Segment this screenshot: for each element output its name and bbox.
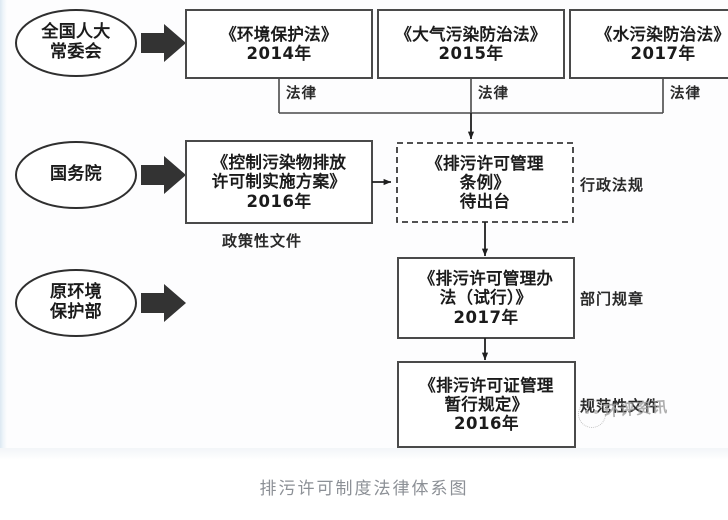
block-arrow-state-council (141, 156, 186, 194)
law-box-law-air (377, 9, 565, 79)
doc-box-normative-doc (397, 361, 576, 448)
doc-box-policy-plan (185, 140, 373, 224)
panel-edge-tint (0, 0, 7, 457)
actor-ellipse-npc (15, 9, 137, 77)
law-box-law-env (185, 9, 373, 79)
tier-label-policy-plan: 政策性文件 (222, 232, 303, 250)
edge-label-tier-law-air: 法律 (478, 85, 509, 102)
block-arrow-npc (141, 24, 186, 62)
tier-label-dept-rule: 部门规章 (580, 290, 645, 308)
figure-caption: 排污许可制度法律体系图 (259, 479, 469, 499)
doc-box-regulation (396, 142, 574, 223)
edge-label-tier-law-water: 法律 (670, 85, 701, 102)
tier-label-regulation: 行政法规 (580, 176, 645, 194)
panel-bottom-fade (0, 448, 728, 460)
law-box-law-water (569, 9, 728, 79)
doc-box-dept-rule (397, 257, 575, 339)
tier-label-normative-doc: 规范性文件 (580, 397, 661, 415)
actor-ellipse-mep (15, 269, 137, 337)
actor-ellipse-state-council (15, 141, 137, 209)
edge-label-tier-law-env: 法律 (286, 85, 317, 102)
block-arrow-mep (141, 284, 186, 322)
